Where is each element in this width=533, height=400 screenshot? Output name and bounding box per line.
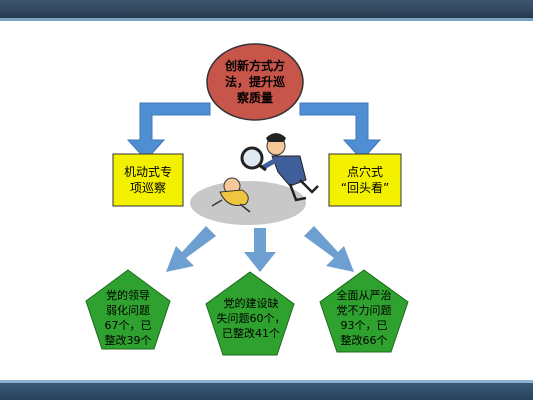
arrow-down-left <box>166 226 216 272</box>
arrow-down-center <box>244 228 276 272</box>
bottom-node-label-2: 党的建设缺 失问题60个， 已整改41个 <box>216 296 286 340</box>
left-node-label: 机动式专 项巡察 <box>123 165 172 195</box>
slide-top-bar <box>0 0 533 18</box>
connector-left <box>126 102 211 161</box>
slide-top-accent-line <box>0 18 533 21</box>
slide-bottom-bar <box>0 383 533 400</box>
bottom-node-label-3: 全面从严治 党不力问题 93个，已 整改66个 <box>336 289 392 347</box>
connector-right <box>299 102 382 161</box>
magnifier-inspector-illustration <box>190 133 319 225</box>
top-node-shape <box>206 43 304 121</box>
bottom-node-shape-3 <box>319 269 409 353</box>
right-node-shape <box>328 153 402 207</box>
right-node-label: 点穴式 “回头看” <box>340 165 390 195</box>
bottom-node-shape-2 <box>205 271 295 356</box>
slide-bottom-accent-line <box>0 380 533 383</box>
bottom-node-label-1: 党的领导 弱化问题 67个，已 整改39个 <box>104 289 152 347</box>
top-node-label: 创新方式方 法，提升巡 察质量 <box>224 59 285 105</box>
arrow-down-right <box>304 226 354 272</box>
bottom-node-shape-1 <box>85 269 171 350</box>
left-node-shape <box>112 153 184 207</box>
